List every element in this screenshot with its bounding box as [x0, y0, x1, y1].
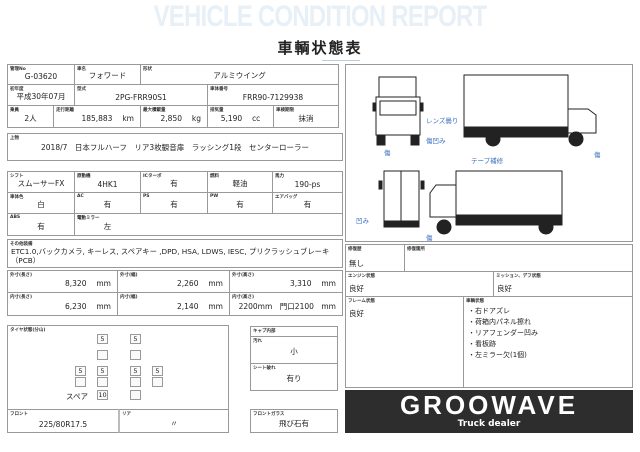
electric-mirror: 電動ミラー左 — [74, 213, 141, 236]
page-title: 車輌状態表 — [277, 39, 363, 57]
outer-length: 外寸(長さ)8,320 mm — [7, 270, 118, 293]
tire-front-right: 5 — [130, 334, 141, 344]
tire-empty — [75, 377, 86, 387]
shape: 形状アルミウイング — [140, 64, 339, 85]
truck-rear-view — [378, 170, 425, 228]
tire-empty — [130, 377, 141, 387]
truck-side-view-left — [429, 170, 563, 235]
tire-rear-outer-right: 5 — [152, 366, 163, 376]
note-scratch: 傷 — [594, 151, 601, 159]
condition-item: ・看板跡 — [468, 340, 496, 348]
vehicle-condition: 車輌状態 ・右ドアズレ ・荷箱内パネル擦れ ・リアフェンダー凹み ・看板跡 ・左… — [463, 296, 633, 388]
note-scratch: 傷 — [426, 234, 433, 242]
note-lens: レンズ曇り — [426, 117, 459, 125]
tire-rear-inner-left: 5 — [97, 366, 108, 376]
cab-dirt: 汚れ小 — [250, 336, 338, 364]
first-year: 初年度平成30年07月 — [7, 84, 75, 106]
tire-front-left: 5 — [97, 334, 108, 344]
truck-drawings — [372, 74, 597, 235]
fuel: 燃料軽油 — [207, 171, 273, 193]
brand-tagline: Truck dealer — [457, 419, 521, 429]
airbag: エアバッグ有 — [272, 192, 343, 214]
frame-condition: フレーム状態良好 — [345, 296, 464, 388]
title-underline — [322, 60, 360, 61]
tire-condition: タイヤ状態(分山) 5 5 5 5 5 5 スペア 10 — [7, 325, 229, 410]
outer-height: 外寸(高さ)3,310 mm — [229, 270, 343, 293]
note-scratch-dent: 傷凹み — [426, 137, 446, 145]
inspection: 車検期限抹消 — [273, 105, 339, 128]
tire-empty — [130, 390, 141, 400]
note-scratch: 傷 — [384, 149, 391, 157]
ic-turbo: ICターボ有 — [140, 171, 208, 193]
engine-condition: エンジン状態良好 — [345, 271, 494, 297]
tire-empty — [152, 377, 163, 387]
inner-length: 内寸(長さ)6,230 mm — [7, 292, 118, 316]
tire-rear-inner-right: 5 — [130, 366, 141, 376]
tire-empty — [130, 350, 141, 360]
mission-condition: ミッション、デフ状態良好 — [493, 271, 633, 297]
note-dent: 凹み — [356, 217, 369, 225]
tire-spare: 10 — [97, 390, 108, 400]
tire-empty — [97, 377, 108, 387]
repair-history: 修復歴無し — [345, 244, 405, 272]
front-glass: フロントガラス飛び石有 — [250, 409, 338, 433]
brand-logo: GROOWAVE Truck dealer — [345, 390, 633, 433]
tire-empty — [97, 350, 108, 360]
truck-front-view — [372, 76, 424, 146]
watermark: VEHICLE CONDITION REPORT — [153, 0, 488, 33]
rear-tire-size: リア〃 — [118, 409, 229, 433]
truck-side-view-right — [463, 74, 597, 147]
condition-item: ・左ミラー欠(1個) — [468, 351, 527, 359]
car-name: 車名フォワード — [74, 64, 141, 85]
body-color: 車体色白 — [7, 192, 75, 214]
inner-width: 内寸(幅)2,140 mm — [117, 292, 230, 316]
vehicle-diagram: レンズ曇り 傷凹み 傷 傷 テープ補修 凹み 傷 — [345, 64, 633, 242]
repair-parts: 修復箇所 — [404, 244, 633, 272]
condition-item: ・荷箱内パネル擦れ — [468, 318, 531, 326]
note-tape-repair: テープ補修 — [471, 157, 504, 165]
brand-name: GROOWAVE — [399, 390, 579, 420]
cab-seat-tear: シート破れ有り — [250, 363, 338, 391]
inner-height: 内寸(高さ)2200mm 門口2100 mm — [229, 292, 343, 316]
blank-cell — [140, 213, 343, 236]
condition-item: ・右ドアズレ — [468, 307, 510, 315]
outer-width: 外寸(幅)2,260 mm — [117, 270, 230, 293]
shift: シフトスムーサーFX — [7, 171, 75, 193]
spare-label: スペア — [66, 392, 88, 401]
tire-rear-outer-left: 5 — [75, 366, 86, 376]
condition-item: ・リアフェンダー凹み — [468, 329, 538, 337]
